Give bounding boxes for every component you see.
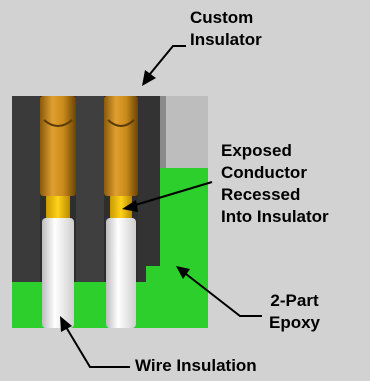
custom-insulator-line-1: Custom — [190, 8, 254, 27]
insulator-body-left — [12, 96, 40, 282]
conductor-left-crimp — [43, 119, 73, 127]
epoxy-line-1: 2-Part — [270, 291, 319, 310]
exposed-tip-right — [110, 196, 132, 220]
callout-exposed-conductor — [122, 181, 213, 212]
insulator-shell-edge — [160, 96, 166, 172]
callout-wire-insulation — [60, 316, 130, 368]
wire-insulation-left — [42, 218, 74, 328]
exposed-conductor-label: Exposed Conductor Recessed Into Insulato… — [221, 140, 329, 228]
conductor-right-crimp — [107, 119, 135, 127]
wire-insulation-right — [106, 218, 136, 328]
epoxy-label: 2-Part Epoxy — [269, 290, 320, 334]
exposed-conductor-line-1: Exposed — [221, 141, 292, 160]
insulator-body-mid — [76, 96, 104, 282]
custom-insulator-line-2: Insulator — [190, 30, 262, 49]
insulator-shell — [160, 96, 208, 168]
epoxy-line-2: Epoxy — [269, 313, 321, 332]
conductor-right — [104, 96, 138, 196]
custom-insulator-label: Custom Insulator — [190, 7, 262, 51]
conductor-left — [40, 96, 76, 196]
exposed-conductor-line-4: Into Insulator — [221, 207, 329, 226]
exposed-conductor-line-3: Recessed — [221, 185, 301, 204]
wire-insulation-label: Wire Insulation — [135, 356, 257, 375]
exposed-conductor-line-2: Conductor — [221, 163, 307, 182]
callout-custom-insulator — [142, 45, 186, 86]
insulator-body-right — [138, 96, 160, 282]
epoxy-step — [146, 266, 162, 284]
callout-epoxy — [176, 266, 262, 317]
exposed-tip-left — [46, 196, 70, 220]
